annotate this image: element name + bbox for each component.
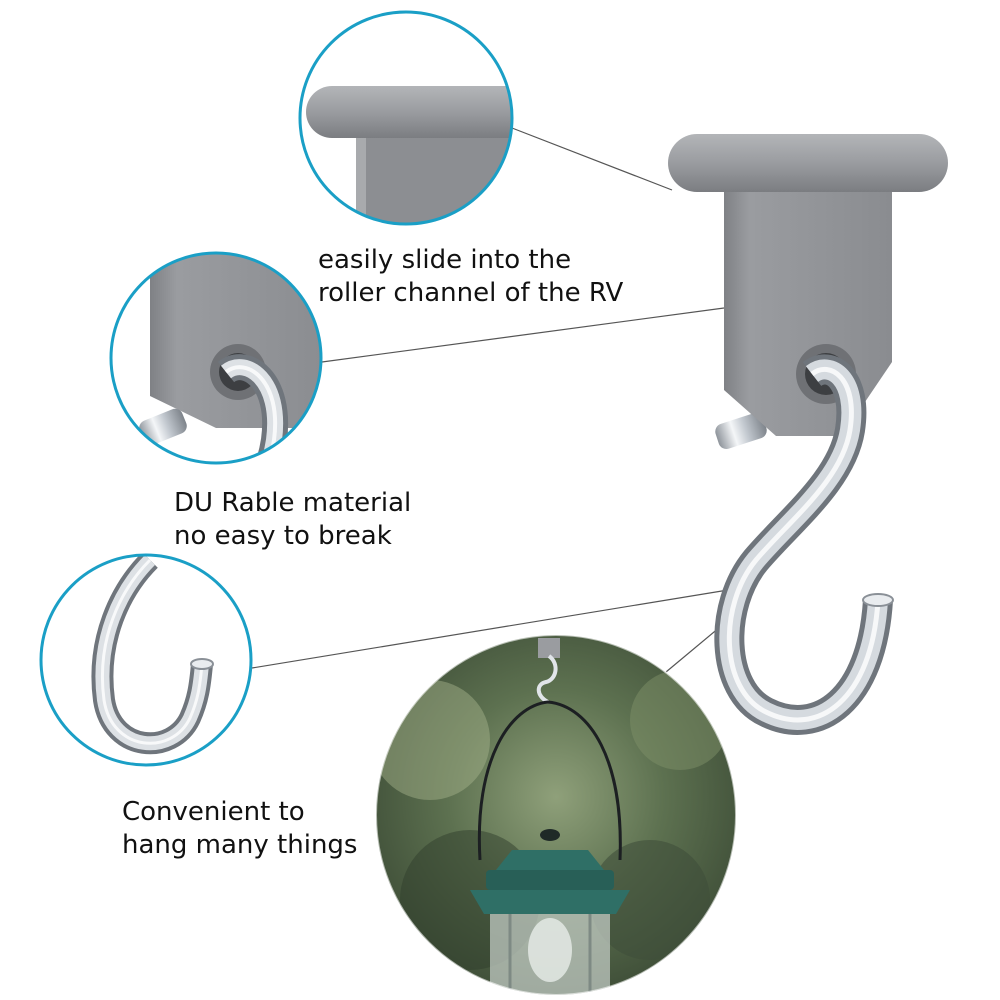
callout-eyelet (109, 251, 323, 465)
caption-hang-things: Convenient to hang many things (122, 796, 357, 862)
caption-hang-line-2: hang many things (122, 830, 358, 860)
caption-durable-material: DU Rable material no easy to break (174, 487, 411, 553)
caption-durable-line-1: DU Rable material (174, 488, 412, 518)
caption-slide-line-1: easily slide into the (318, 245, 572, 275)
main-hook-product (668, 134, 948, 735)
caption-slide-into-channel: easily slide into the roller channel of … (318, 244, 623, 310)
caption-slide-line-2: roller channel of the RV (318, 278, 624, 308)
channel-pin (715, 412, 767, 450)
leader-line-top-bar (511, 127, 673, 191)
hook-plate (724, 186, 892, 436)
hook-top-bar (668, 134, 948, 192)
callout-hook-curve (39, 553, 253, 767)
callout-lantern-photo (375, 634, 737, 996)
callout-top-bar (298, 10, 514, 226)
leader-line-eyelet (321, 307, 725, 363)
caption-hang-line-1: Convenient to (122, 797, 305, 827)
caption-durable-line-2: no easy to break (174, 521, 392, 551)
leader-line-hook (251, 589, 729, 669)
leader-lines (251, 127, 739, 673)
